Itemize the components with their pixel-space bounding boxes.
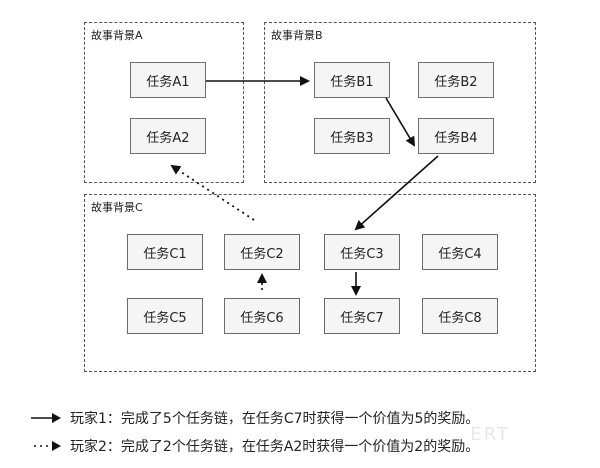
story-group-b-label: 故事背景B: [271, 29, 323, 42]
watermark: ERT: [470, 424, 510, 445]
task-c4: 任务C4: [422, 234, 498, 270]
story-group-c-label: 故事背景C: [91, 201, 143, 214]
legend-player2-text: 玩家2：完成了2个任务链，在任务A2时获得一个价值为2的奖励。: [70, 439, 480, 455]
task-b2: 任务B2: [418, 62, 494, 98]
task-b1: 任务B1: [314, 62, 390, 98]
task-c7: 任务C7: [324, 298, 400, 334]
story-group-c: 故事背景C: [84, 194, 536, 372]
story-group-b: 故事背景B: [264, 22, 536, 183]
story-group-a-label: 故事背景A: [91, 29, 143, 42]
task-b3: 任务B3: [314, 118, 390, 154]
legend-player1-text: 玩家1：完成了5个任务链，在任务C7时获得一个价值为5的奖励。: [70, 411, 480, 427]
task-b4: 任务B4: [418, 118, 494, 154]
task-c3: 任务C3: [324, 234, 400, 270]
task-c6: 任务C6: [224, 298, 300, 334]
task-a2: 任务A2: [130, 118, 206, 154]
task-c1: 任务C1: [127, 234, 203, 270]
arrow-b4-c3: [354, 155, 439, 231]
task-c8: 任务C8: [422, 298, 498, 334]
task-a1: 任务A1: [130, 62, 206, 98]
arrow-c2-a2: [170, 164, 255, 221]
legend-player2: 玩家2：完成了2个任务链，在任务A2时获得一个价值为2的奖励。: [30, 436, 479, 456]
solid-arrow-icon: [31, 413, 61, 423]
task-c2: 任务C2: [224, 234, 300, 270]
task-c5: 任务C5: [127, 298, 203, 334]
arrow-b1-b4: [385, 97, 416, 147]
dotted-arrow-icon: [34, 441, 61, 451]
story-group-a: 故事背景A: [84, 22, 244, 183]
legend-player1: 玩家1：完成了5个任务链，在任务C7时获得一个价值为5的奖励。: [30, 408, 479, 428]
